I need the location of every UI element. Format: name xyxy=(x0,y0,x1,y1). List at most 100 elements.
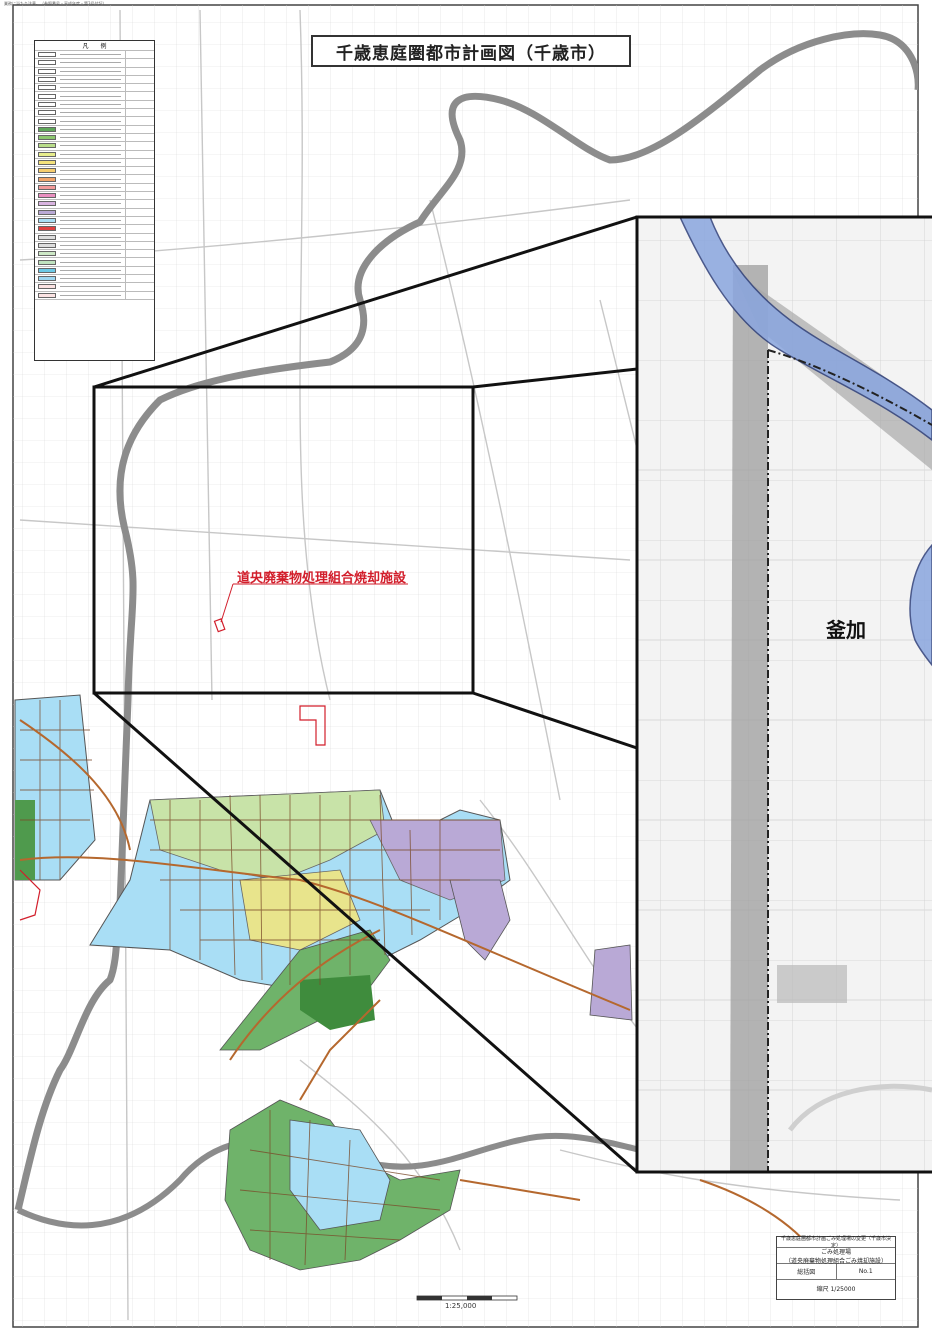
legend-swatch xyxy=(38,168,56,174)
facility-markers xyxy=(19,618,326,921)
legend-text-line xyxy=(60,294,121,296)
legend-swatch xyxy=(38,201,56,207)
zoom-leader-lines xyxy=(93,215,638,1174)
legend-row xyxy=(35,266,154,276)
legend-swatch xyxy=(38,160,56,165)
legend-value-cell xyxy=(125,67,154,75)
legend-text-line xyxy=(60,103,121,105)
legend-text-line xyxy=(60,286,121,288)
legend-row xyxy=(35,275,154,284)
legend-row xyxy=(35,258,154,267)
legend-swatch xyxy=(38,292,56,298)
legend-text-line xyxy=(60,278,121,280)
legend-row xyxy=(35,133,154,143)
legend-row xyxy=(35,51,154,60)
legend-swatch xyxy=(38,52,56,58)
legend-row xyxy=(35,250,154,259)
legend-text-line xyxy=(60,228,121,230)
title-block-sheet-name: 総括図 xyxy=(777,1264,837,1279)
legend-swatch xyxy=(38,101,56,107)
title-block-line3: （道央廃棄物処理組合ごみ焼却施設） xyxy=(784,1257,887,1265)
legend-swatch xyxy=(38,259,56,265)
legend-text-line xyxy=(60,253,121,255)
legend-swatch xyxy=(38,242,56,248)
legend-text-line xyxy=(60,244,121,246)
legend-swatch xyxy=(38,135,56,141)
legend-value-cell xyxy=(125,250,154,258)
title-block-sheet-row: 総括図 No.1 xyxy=(777,1264,895,1280)
inset-detail-map xyxy=(637,217,932,1172)
legend-row xyxy=(35,283,154,292)
legend-value-cell xyxy=(125,233,154,241)
legend-swatch xyxy=(38,226,56,232)
title-block-sheet-number: No.1 xyxy=(858,1268,873,1275)
legend-text-line xyxy=(60,87,121,89)
legend-row xyxy=(35,117,154,126)
legend-text-line xyxy=(60,236,121,238)
legend-text-line xyxy=(60,211,121,213)
legend-value-cell xyxy=(125,109,154,117)
legend-row xyxy=(35,150,154,159)
legend-text-line xyxy=(60,269,121,271)
legend-value-cell xyxy=(125,208,154,216)
legend-swatch xyxy=(38,143,56,149)
legend-swatch xyxy=(38,218,56,224)
legend-value-cell xyxy=(125,258,154,266)
legend-row xyxy=(35,233,154,242)
legend-text-line xyxy=(60,153,121,155)
zoning-blocks xyxy=(20,700,500,1266)
title-block-scale: 縮尺 1/25000 xyxy=(816,1286,856,1293)
legend-row xyxy=(35,291,154,300)
legend-text-line xyxy=(60,145,121,147)
legend-swatch xyxy=(38,276,56,282)
legend-value-cell xyxy=(125,175,154,183)
legend-swatch xyxy=(38,77,56,83)
legend-row xyxy=(35,100,154,110)
legend-value-cell xyxy=(125,192,154,200)
legend-value-cell xyxy=(125,51,154,59)
legend-row xyxy=(35,225,154,234)
legend-row xyxy=(35,208,154,217)
legend-row xyxy=(35,175,154,184)
legend-rows xyxy=(35,51,154,300)
legend-row xyxy=(35,84,154,93)
legend-text-line xyxy=(60,261,121,263)
legend-swatch xyxy=(38,193,56,199)
map-legend: 凡 例 xyxy=(34,40,155,361)
legend-swatch xyxy=(38,60,56,66)
legend-row xyxy=(35,75,154,85)
municipal-boundary xyxy=(14,30,918,1211)
legend-value-cell xyxy=(125,133,154,142)
legend-row xyxy=(35,142,154,151)
legend-text-line xyxy=(60,170,121,172)
legend-value-cell xyxy=(125,75,154,84)
legend-text-line xyxy=(60,79,121,81)
legend-value-cell xyxy=(125,84,154,92)
legend-swatch xyxy=(38,234,56,240)
legend-value-cell xyxy=(125,225,154,233)
top-note: 業務に当たり注意。（参照番号・平成年度・第3号付記） xyxy=(4,1,107,6)
legend-row xyxy=(35,167,154,176)
legend-swatch xyxy=(38,126,56,132)
legend-value-cell xyxy=(125,183,154,192)
legend-text-line xyxy=(60,137,121,139)
legend-text-line xyxy=(60,54,121,56)
legend-value-cell xyxy=(125,150,154,158)
zoom-source-frame xyxy=(92,385,475,695)
legend-value-cell xyxy=(125,283,154,291)
legend-swatch xyxy=(38,68,56,74)
legend-text-line xyxy=(60,162,121,163)
legend-text-line xyxy=(60,195,121,197)
scale-bar-text: 1:25,000 xyxy=(445,1302,477,1310)
legend-value-cell xyxy=(125,100,154,109)
legend-swatch xyxy=(38,118,56,124)
legend-value-cell xyxy=(125,125,154,133)
legend-swatch xyxy=(38,251,56,257)
legend-value-cell xyxy=(125,291,154,299)
legend-text-line xyxy=(60,70,121,72)
legend-value-cell xyxy=(125,158,154,167)
legend-text-line xyxy=(60,120,121,122)
inset-frame xyxy=(635,215,932,1174)
